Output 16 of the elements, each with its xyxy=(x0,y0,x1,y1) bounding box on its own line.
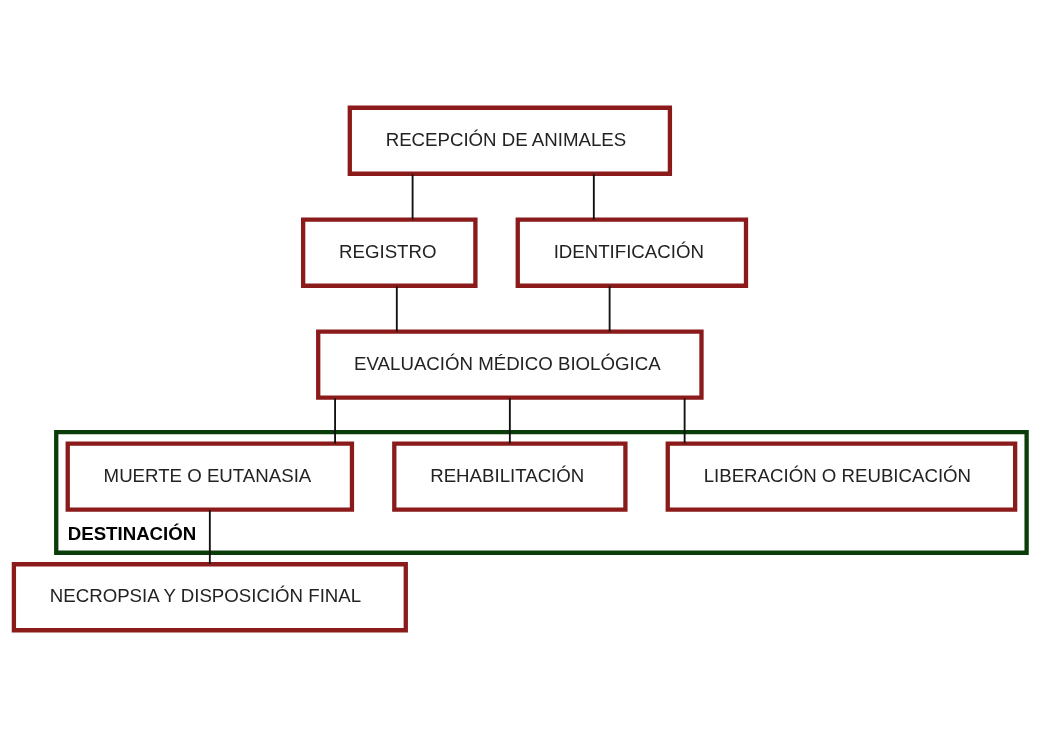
connector xyxy=(334,396,336,444)
connector xyxy=(395,284,398,332)
connector xyxy=(208,508,211,565)
node-box: REHABILITACIÓN xyxy=(392,441,628,512)
connector xyxy=(592,172,595,220)
node-box: REGISTRO xyxy=(301,217,478,288)
connector xyxy=(683,396,686,444)
connector xyxy=(411,172,414,220)
connector xyxy=(608,284,611,332)
node-box: EVALUACIÓN MÉDICO BIOLÓGICA xyxy=(316,329,704,400)
node-box: NECROPSIA Y DISPOSICIÓN FINAL xyxy=(11,561,408,632)
node-box: RECEPCIÓN DE ANIMALES xyxy=(347,105,673,176)
connector xyxy=(508,396,511,444)
node-box: MUERTE O EUTANASIA xyxy=(65,441,355,512)
node-box: LIBERACIÓN O REUBICACIÓN xyxy=(665,441,1018,512)
node-box: IDENTIFICACIÓN xyxy=(515,217,749,288)
